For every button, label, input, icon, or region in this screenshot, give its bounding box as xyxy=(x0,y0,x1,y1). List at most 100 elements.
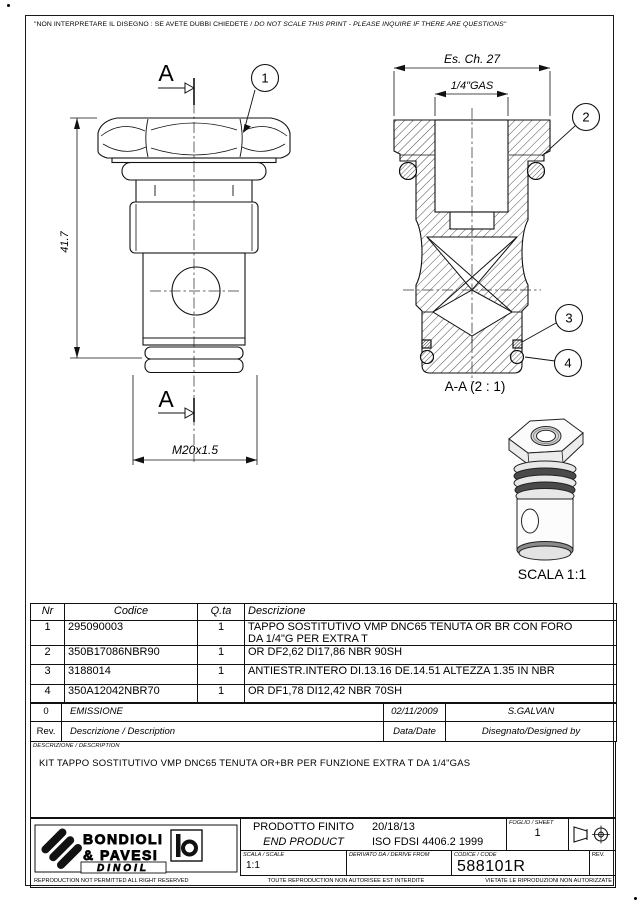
header-qta: Q.ta xyxy=(197,603,245,621)
code-cell: CODICE / CODE 588101R xyxy=(451,851,589,876)
description-text: KIT TAPPO SOSTITUTIVO VMP DNC65 TENUTA O… xyxy=(39,758,471,769)
part-nr: 1 xyxy=(30,620,65,646)
hex-side-faces xyxy=(508,431,584,466)
oring-upper-sections xyxy=(398,161,546,181)
neck xyxy=(135,180,253,202)
hex-width-dimension-text: Es. Ch. 27 xyxy=(444,52,501,66)
part-qta: 1 xyxy=(197,684,245,704)
part-nr: 3 xyxy=(30,664,65,685)
footer-left: REPRODUCTION NOT PERMITTED ALL RIGHT RES… xyxy=(34,878,189,884)
derived-from-cell: DERIVATO DA / DERIVE FROM xyxy=(346,851,451,876)
section-cut-arrow-bottom xyxy=(158,398,196,422)
revision-table: 0 EMISSIONE 02/11/2009 S.GALVAN Rev. Des… xyxy=(30,702,617,742)
balloon-2-number: 2 xyxy=(582,110,589,125)
scale-cell: SCALA / SCALE 1:1 xyxy=(241,851,346,876)
logo-stripes-mark xyxy=(41,828,82,869)
balloon-3-number: 3 xyxy=(565,311,572,326)
header-descrizione: Descrizione xyxy=(244,603,617,621)
part-descrizione: ANTIESTR.INTERO DI.13.16 DE.14.51 ALTEZZ… xyxy=(244,664,617,685)
seal-ring-stack xyxy=(513,460,577,504)
revision-cell: REV. xyxy=(589,851,615,876)
corner-mark-bottom-right xyxy=(634,897,637,900)
part-qta: 1 xyxy=(197,620,245,646)
disclaimer-english: DO NOT SCALE THIS PRINT - PLEASE INQUIRE… xyxy=(254,21,507,28)
part-qta: 1 xyxy=(197,664,245,685)
description-label: DESCRIZIONE / DESCRIPTION xyxy=(33,743,120,749)
code-label: CODICE / CODE xyxy=(454,852,497,858)
revision-label: REV. xyxy=(592,852,605,858)
revision-date-label: Data/Date xyxy=(383,721,446,742)
hex-head-outline xyxy=(97,117,291,159)
revision-author: S.GALVAN xyxy=(445,702,617,722)
projection-symbol-cell xyxy=(568,819,615,851)
company-name-line1: BONDIOLI xyxy=(83,831,163,847)
revision-author-label: Disegnato/Designed by xyxy=(445,721,617,742)
section-cut-arrow-top xyxy=(158,78,196,105)
part-descrizione: OR DF1,78 DI12,42 NBR 70SH xyxy=(244,684,617,704)
revision-date: 02/11/2009 xyxy=(383,702,446,722)
pictorial-view xyxy=(508,418,584,561)
part-nr: 2 xyxy=(30,645,65,665)
revision-description-label: Descrizione / Description xyxy=(61,721,384,742)
port-dimension xyxy=(434,90,509,116)
product-title-italian: PRODOTTO FINITO xyxy=(252,821,355,833)
derived-from-label: DERIVATO DA / DERIVE FROM xyxy=(349,852,430,858)
revision-rev-label: Rev. xyxy=(30,721,62,742)
company-logo: BONDIOLI & PAVESI DINOIL xyxy=(34,824,238,874)
sheet-cell: FOGLIO / SHEET 1 xyxy=(506,819,568,851)
part-codice: 295090003 xyxy=(64,620,198,646)
parts-row: 1 295090003 1 TAPPO SOSTITUTIVO VMP DNC6… xyxy=(30,620,617,646)
title-block: BONDIOLI & PAVESI DINOIL PRODOTTO FINITO… xyxy=(30,818,616,888)
product-title-english: END PRODUCT xyxy=(263,836,344,848)
sheet-label: FOGLIO / SHEET xyxy=(509,820,554,826)
parts-header-row: Nr Codice Q.ta Descrizione xyxy=(30,603,617,621)
internal-passages xyxy=(422,236,522,343)
port-dimension-text: 1/4"GAS xyxy=(451,80,494,92)
thread-dimension-text: M20x1.5 xyxy=(172,443,218,457)
thread-dimension xyxy=(132,375,258,465)
balloon-2 xyxy=(541,102,601,157)
revision-row: 0 EMISSIONE 02/11/2009 S.GALVAN xyxy=(30,702,617,722)
drawing-frame xyxy=(25,15,614,886)
part-descrizione: OR DF2,62 DI17,86 NBR 90SH xyxy=(244,645,617,665)
parts-table: Nr Codice Q.ta Descrizione 1 295090003 1… xyxy=(30,603,617,704)
parts-row: 4 350A12042NBR70 1 OR DF1,78 DI12,42 NBR… xyxy=(30,684,617,704)
port-bore xyxy=(536,429,556,443)
technical-drawing-canvas: A A 41.7 M20x1.5 1 xyxy=(59,52,601,582)
description-block: DESCRIZIONE / DESCRIPTION KIT TAPPO SOST… xyxy=(30,741,616,818)
company-logo-cell: BONDIOLI & PAVESI DINOIL xyxy=(31,819,241,876)
scale-label: SCALA / SCALE xyxy=(243,852,285,858)
revision-description: EMISSIONE xyxy=(61,702,384,722)
company-brand: DINOIL xyxy=(97,863,149,874)
balloon-1-number: 1 xyxy=(261,71,268,86)
pictorial-scale-label: SCALA 1:1 xyxy=(518,566,587,582)
part-nr: 4 xyxy=(30,684,65,704)
part-descrizione-text: TAPPO SOSTITUTIVO VMP DNC65 TENUTA OR BR… xyxy=(248,621,573,645)
part-codice: 350A12042NBR70 xyxy=(64,684,198,704)
header-nr: Nr xyxy=(30,603,65,621)
parts-row: 3 3188014 1 ANTIESTR.INTERO DI.13.16 DE.… xyxy=(30,664,617,685)
height-dimension xyxy=(70,117,142,359)
code-value: 588101R xyxy=(457,858,526,875)
threaded-bore xyxy=(434,119,509,213)
product-cell: PRODOTTO FINITO 20/18/13 END PRODUCT ISO… xyxy=(241,819,506,851)
front-view xyxy=(70,63,291,465)
spec-line2: ISO FDSI 4406.2 1999 xyxy=(372,836,484,848)
footer-right: VIETATE LE RIPRODUZIONI NON AUTORIZZATE xyxy=(485,878,612,884)
section-view xyxy=(393,64,601,382)
parts-row: 2 350B17086NBR90 1 OR DF2,62 DI17,86 NBR… xyxy=(30,645,617,665)
revision-number: 0 xyxy=(30,702,62,722)
sheet-value: 1 xyxy=(534,827,541,839)
cut-label-bottom: A xyxy=(158,386,174,412)
balloon-4 xyxy=(524,348,583,378)
oring-lower-sections xyxy=(419,349,525,365)
balloon-3 xyxy=(521,303,584,343)
disclaimer: "NON INTERPRETARE IL DISEGNO : SE AVETE … xyxy=(34,21,604,28)
first-angle-projection-icon xyxy=(573,825,610,844)
part-codice: 3188014 xyxy=(64,664,198,685)
backup-ring-sections xyxy=(421,339,523,349)
section-view-title: A-A (2 : 1) xyxy=(445,379,506,394)
hex-width-dimension xyxy=(393,64,551,116)
bottom-face xyxy=(518,545,572,561)
seal-flange xyxy=(121,161,267,181)
